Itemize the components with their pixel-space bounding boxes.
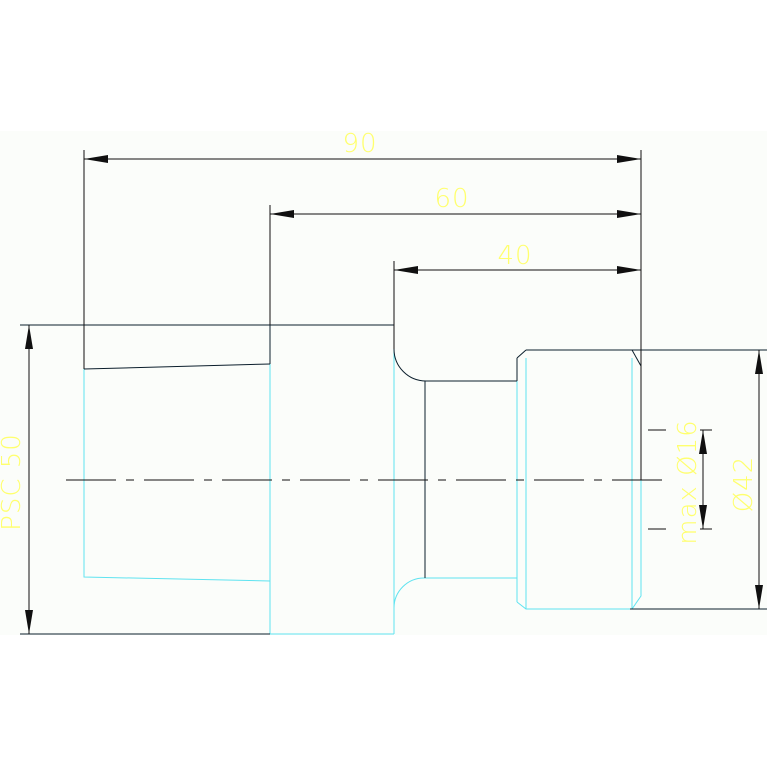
drawing-sheet — [0, 131, 767, 635]
dim-text-bore: max Ø16 — [673, 419, 703, 544]
dim-text-40: 40 — [497, 241, 532, 271]
part-outline — [20, 324, 767, 635]
dim-text-90: 90 — [342, 129, 377, 159]
dim-text-diameter: Ø42 — [729, 456, 759, 513]
dim-text-60: 60 — [434, 184, 469, 214]
extension-lines — [83, 150, 642, 480]
dimension-lines — [25, 155, 763, 634]
dim-text-shank: PSC 50 — [0, 433, 27, 531]
hidden-edges — [83, 345, 642, 635]
